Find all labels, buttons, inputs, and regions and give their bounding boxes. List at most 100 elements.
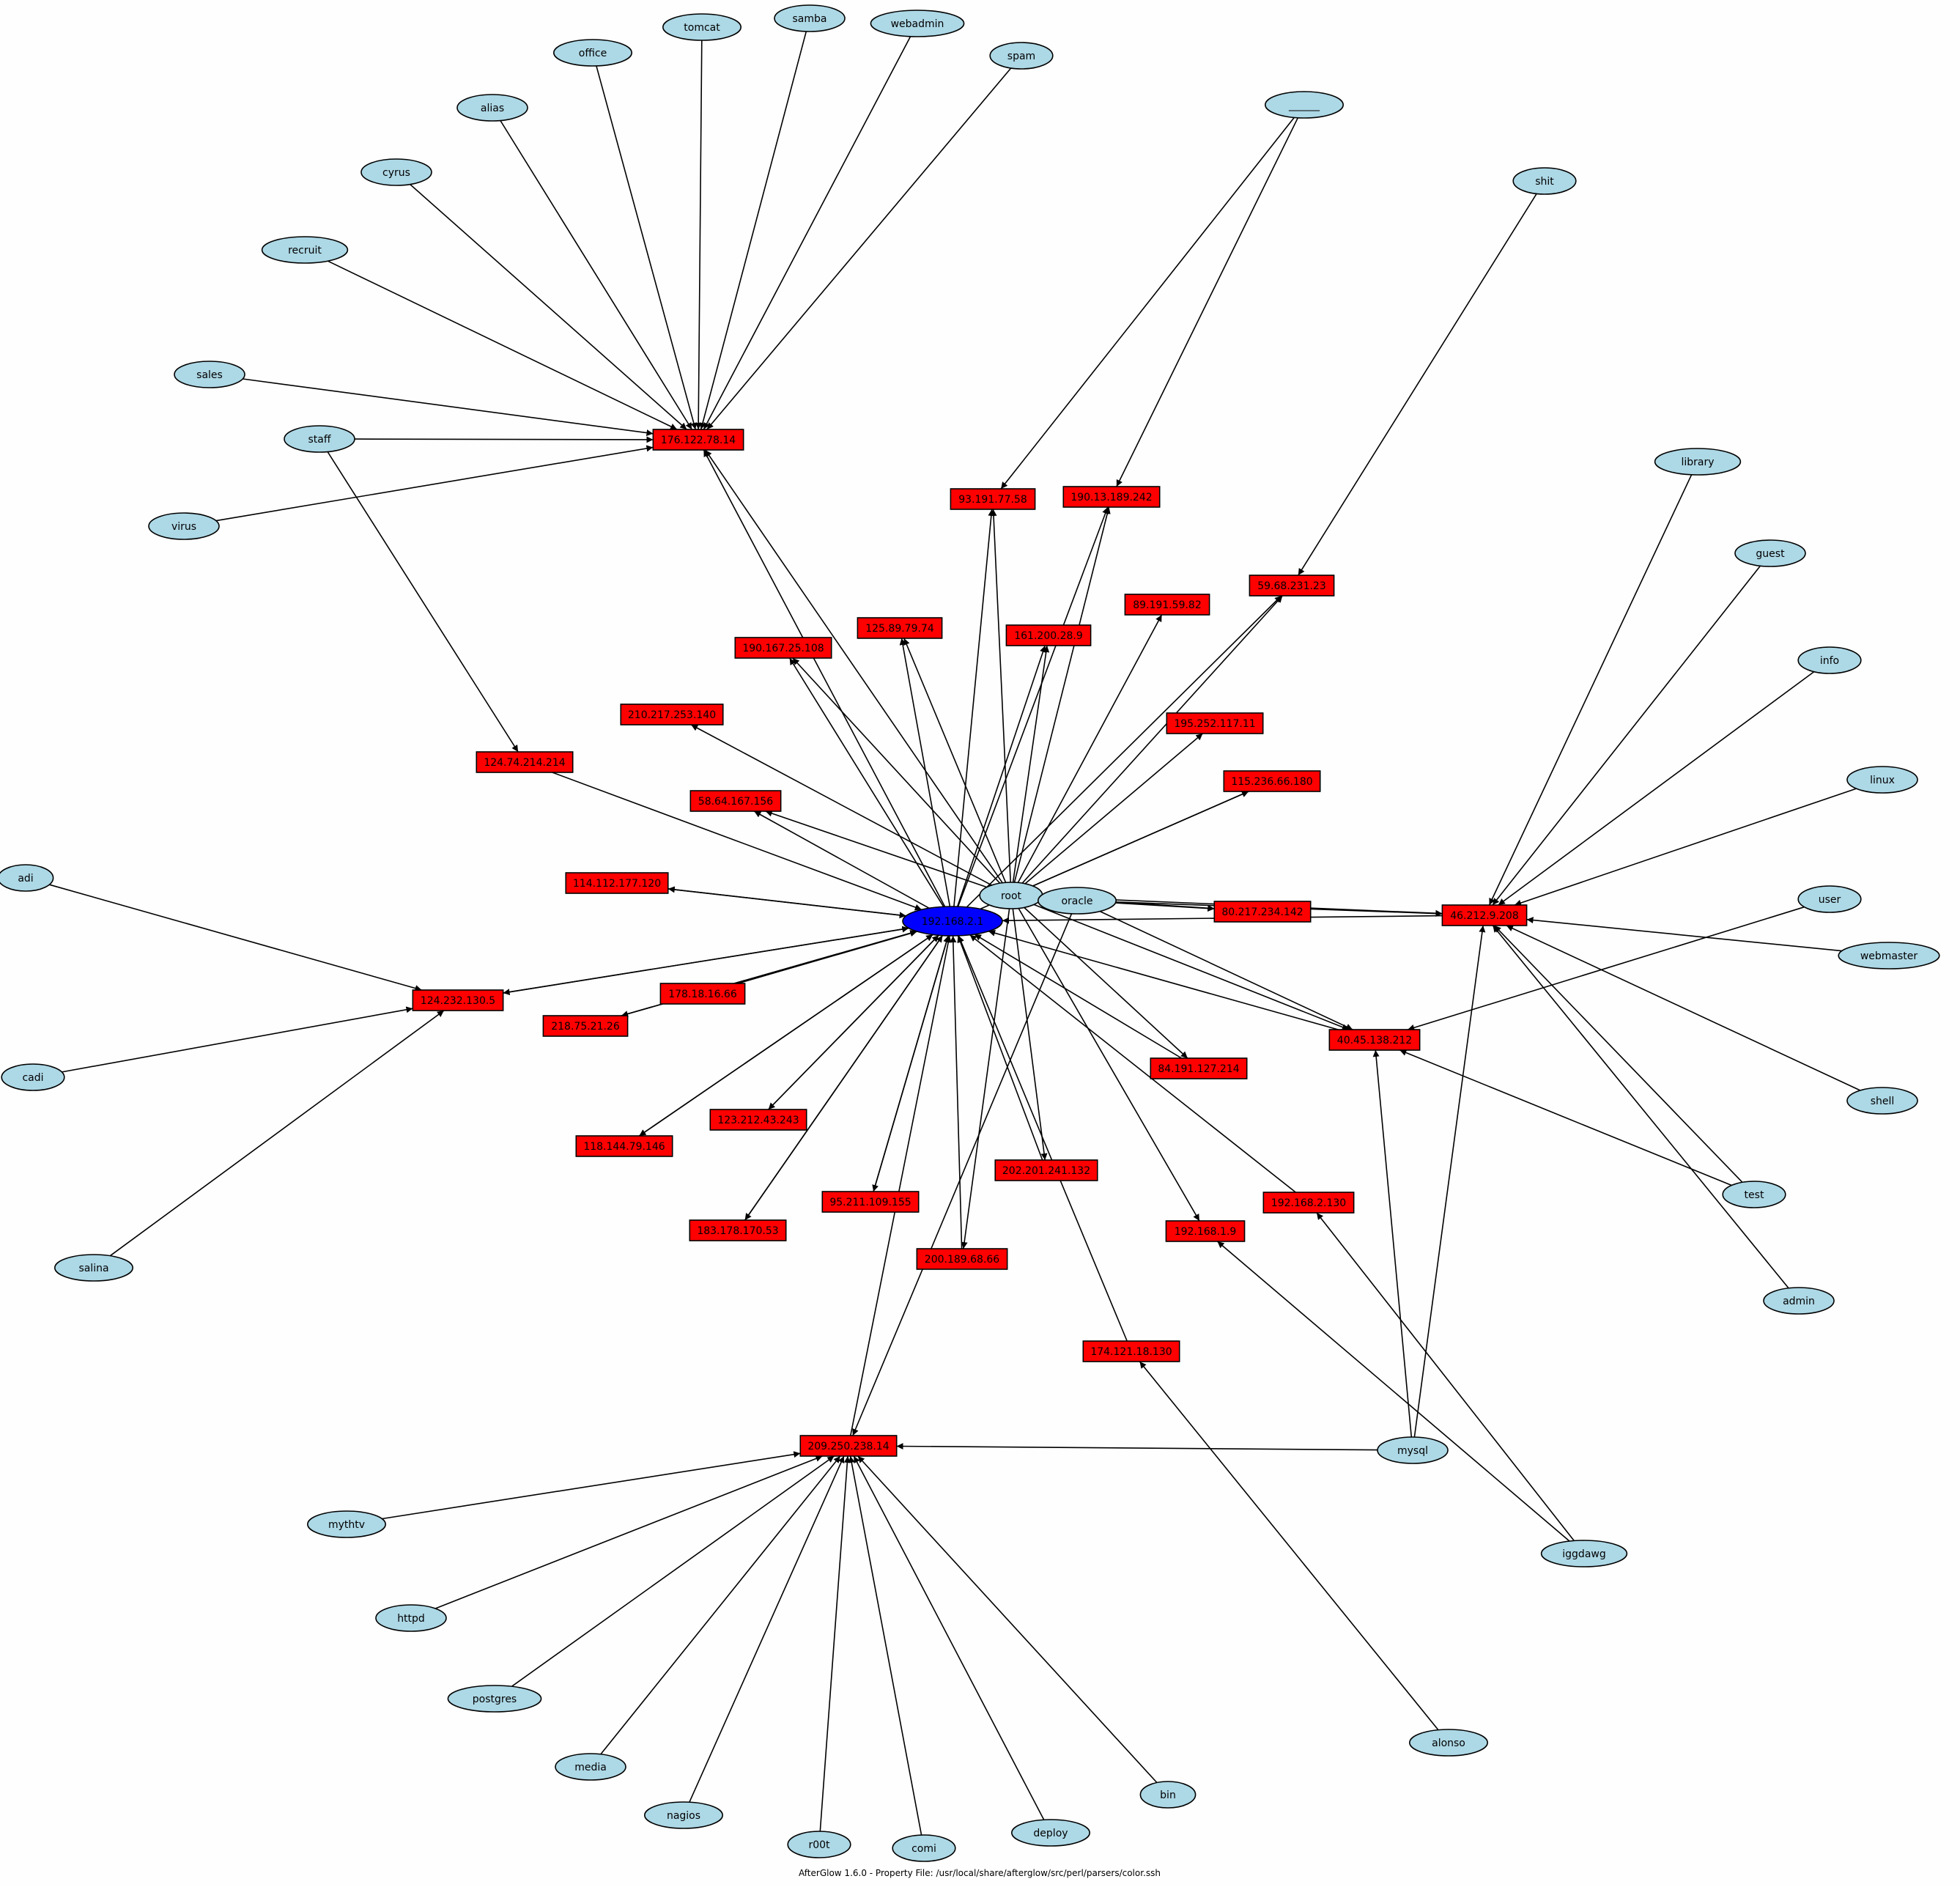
user-node-r00t[interactable]: r00t [787,1831,851,1858]
edge-root-to-ip-84 [1024,906,1188,1059]
user-node-shape [1512,167,1577,195]
ip-node-58-64-167-156[interactable]: 58.64.167.156 [689,790,782,812]
ip-node-209-250-238-14[interactable]: 209.250.238.14 [799,1435,898,1457]
user-node-cadi[interactable]: cadi [1,1063,65,1091]
ip-node-box [652,429,744,451]
ip-node-label: 118.144.79.146 [583,1141,665,1153]
ip-node-174-121-18-130[interactable]: 174.121.18.130 [1082,1340,1180,1362]
ip-node-200-189-68-66[interactable]: 200.189.68.66 [916,1248,1008,1270]
user-node-oracle[interactable]: oracle [1038,887,1117,915]
ip-node-178-18-16-66[interactable]: 178.18.16.66 [659,983,746,1005]
user-node-info[interactable]: info [1797,646,1862,674]
user-node-label: test [1745,1189,1764,1201]
ip-node-118-144-79-146[interactable]: 118.144.79.146 [575,1135,673,1157]
user-node-spam[interactable]: spam [989,42,1054,70]
ip-node-label: 124.232.130.5 [421,995,495,1007]
user-node-guest[interactable]: guest [1734,539,1806,567]
edge-ip-114-to-center [667,888,906,919]
user-node-label: shell [1871,1096,1895,1107]
user-node-label: cadi [22,1072,43,1084]
ip-node-40-45-138-212[interactable]: 40.45.138.212 [1328,1029,1421,1051]
user-node-adi[interactable]: adi [0,864,54,892]
user-node-root[interactable]: root [979,882,1043,909]
user-node-virus[interactable]: virus [148,512,220,540]
user-node-label: spam [1007,51,1035,62]
user-node-deploy[interactable]: deploy [1011,1819,1091,1847]
ip-node-box [620,704,724,725]
ip-node-89-191-59-82[interactable]: 89.191.59.82 [1124,594,1210,616]
edge-salina-to-ip-124-232 [109,1010,445,1257]
user-node-webadmin[interactable]: webadmin [870,10,965,37]
edge-user-to-ip-40 [1408,906,1805,1031]
user-node-tomcat[interactable]: tomcat [662,13,742,41]
ip-node-190-167-25-108[interactable]: 190.167.25.108 [734,637,832,659]
ip-node-218-75-21-26[interactable]: 218.75.21.26 [542,1015,629,1037]
ip-node-161-200-28-9[interactable]: 161.200.28.9 [1005,624,1092,646]
edge-root-to-ip-93 [990,509,1011,883]
user-node-recruit[interactable]: recruit [261,236,349,264]
edge-virus-to-ip-176 [215,445,654,522]
user-node-user[interactable]: user [1797,885,1862,913]
ip-node-59-68-231-23[interactable]: 59.68.231.23 [1249,575,1335,597]
user-node-blank[interactable]: ______ [1265,91,1345,119]
user-node-postgres[interactable]: postgres [447,1685,542,1713]
ip-node-202-201-241-132[interactable]: 202.201.241.132 [994,1159,1098,1181]
edge-info-to-ip-46 [1498,671,1815,906]
ip-node-84-191-127-214[interactable]: 84.191.127.214 [1150,1057,1248,1079]
edge-library-to-ip-46 [1488,474,1693,906]
user-node-test[interactable]: test [1722,1181,1786,1208]
ip-node-46-212-9-208[interactable]: 46.212.9.208 [1441,904,1528,926]
user-node-admin[interactable]: admin [1763,1287,1835,1315]
user-node-media[interactable]: media [555,1753,626,1781]
ip-node-80-217-234-142[interactable]: 80.217.234.142 [1213,901,1312,923]
ip-node-115-236-66-180[interactable]: 115.236.66.180 [1223,770,1321,792]
ip-node-125-89-79-74[interactable]: 125.89.79.74 [857,617,943,639]
ip-node-192-168-2-130[interactable]: 192.168.2.130 [1262,1192,1355,1214]
user-node-staff[interactable]: staff [284,425,355,453]
ip-node-124-232-130-5[interactable]: 124.232.130.5 [412,989,504,1011]
user-node-bin[interactable]: bin [1139,1781,1197,1809]
user-node-sales[interactable]: sales [174,361,245,388]
ip-node-183-178-170-53[interactable]: 183.178.170.53 [689,1219,787,1241]
edge-root-to-ip-190-167 [792,657,1001,884]
ip-node-210-217-253-140[interactable]: 210.217.253.140 [620,704,724,725]
user-node-shape [148,512,220,540]
ip-node-93-191-77-58[interactable]: 93.191.77.58 [950,488,1036,510]
user-node-shell[interactable]: shell [1846,1087,1918,1115]
user-node-cyrus[interactable]: cyrus [360,158,432,186]
center-node[interactable]: 192.168.2.1 [902,906,1003,937]
ip-node-190-13-189-242[interactable]: 190.13.189.242 [1062,486,1161,508]
ip-node-176-122-78-14[interactable]: 176.122.78.14 [652,429,744,451]
user-node-nagios[interactable]: nagios [643,1801,723,1829]
ip-node-114-112-177-120[interactable]: 114.112.177.120 [565,872,669,894]
edge-iggdawg-to-ip-192-1 [1216,1241,1570,1542]
user-node-httpd[interactable]: httpd [375,1604,447,1632]
user-node-mysql[interactable]: mysql [1377,1436,1449,1464]
ip-node-label: 178.18.16.66 [668,989,737,1000]
ip-node-124-74-214-214[interactable]: 124.74.214.214 [476,751,574,773]
user-node-library[interactable]: library [1654,448,1742,476]
user-node-webmaster[interactable]: webmaster [1838,942,1940,970]
user-node-iggdawg[interactable]: iggdawg [1540,1540,1628,1567]
ip-node-95-211-109-155[interactable]: 95.211.109.155 [821,1191,920,1213]
user-node-shit[interactable]: shit [1512,167,1577,195]
user-node-samba[interactable]: samba [774,4,846,32]
ip-node-123-212-43-243[interactable]: 123.212.43.243 [709,1109,807,1131]
edge-root-to-ip-59 [1021,595,1283,884]
ip-node-192-168-1-9[interactable]: 192.168.1.9 [1165,1220,1246,1242]
ip-node-label: 192.168.2.130 [1271,1197,1346,1209]
user-node-alonso[interactable]: alonso [1409,1729,1489,1757]
edge-cadi-to-ip-124-232 [62,1006,413,1073]
ip-node-box [857,617,943,639]
ip-node-box [1165,1220,1246,1242]
ip-node-label: 89.191.59.82 [1133,599,1202,611]
ip-node-195-252-117-11[interactable]: 195.252.117.11 [1166,712,1264,734]
user-node-linux[interactable]: linux [1846,766,1918,794]
user-node-mythtv[interactable]: mythtv [306,1510,386,1538]
ip-node-box [565,872,669,894]
user-node-office[interactable]: office [552,39,632,67]
user-node-alias[interactable]: alias [456,94,528,122]
user-node-salina[interactable]: salina [54,1254,134,1282]
user-node-comi[interactable]: comi [892,1834,956,1862]
